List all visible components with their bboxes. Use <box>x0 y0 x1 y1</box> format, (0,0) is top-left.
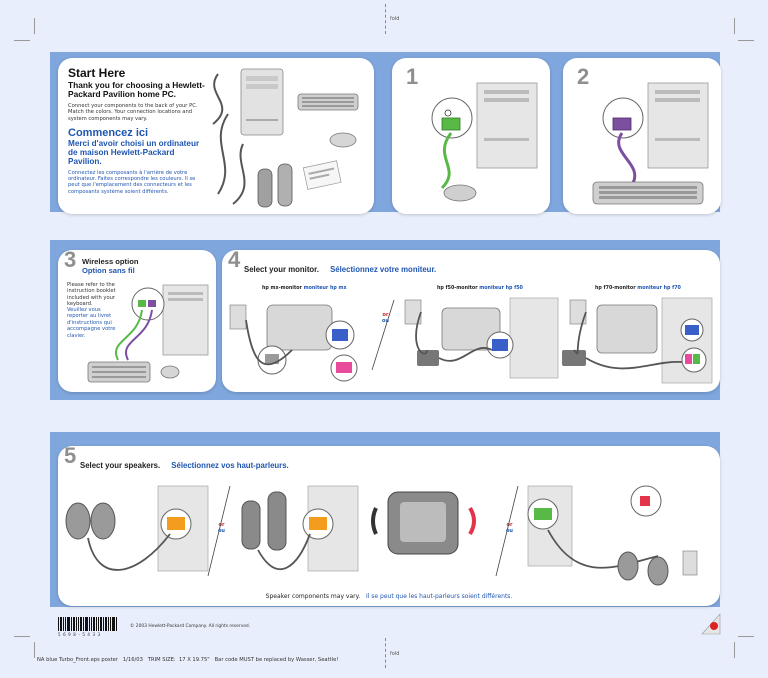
print-slug: NA blue Turbo_Front.eps poster 1/16/03 T… <box>37 657 339 663</box>
step-3-number: 3 <box>64 250 77 272</box>
fold-line-bottom <box>385 638 386 668</box>
thank-you-heading-fr: Merci d'avoir choisi un ordinateur de ma… <box>68 139 200 167</box>
keyboard-connection-illustration <box>592 82 709 205</box>
step-2-number: 2 <box>577 64 590 89</box>
select-monitor-title-fr: Sélectionnez votre moniteur. <box>330 265 437 274</box>
crop-mark <box>34 642 35 658</box>
monitor-option-mx: hp mx-monitor moniteur hp mx <box>262 286 347 291</box>
page-curl-icon <box>701 613 721 635</box>
start-here-title: Start Here <box>68 66 126 80</box>
select-speakers-title: Select your speakers. <box>80 461 161 470</box>
step-4-number: 4 <box>228 250 241 272</box>
thank-you-heading: Thank you for choosing a Hewlett-Packard… <box>68 80 205 100</box>
mouse-connection-illustration <box>431 82 538 202</box>
crop-mark <box>34 18 35 34</box>
wireless-receiver-illustration <box>87 284 209 383</box>
connect-instructions-fr: Connectez les composants à l'arrière de … <box>68 169 196 195</box>
monitor-option-f70: hp f70-monitor moniteur hp f70 <box>595 286 681 291</box>
crop-mark <box>14 40 30 41</box>
step-4-panel: 4 Select your monitor. Sélectionnez votr… <box>222 250 720 392</box>
step-1-panel: 1 <box>392 58 550 214</box>
wireless-option-title-fr: Option sans fil <box>82 266 135 275</box>
barcode-digits: 5 6 9 8 - 5 4 3 3 <box>58 632 101 637</box>
monitor-option-f50: hp f50-monitor moniteur hp f50 <box>437 286 523 291</box>
step-5-number: 5 <box>64 446 77 468</box>
step-1-number: 1 <box>406 64 419 89</box>
select-monitor-title: Select your monitor. <box>244 265 319 274</box>
connect-instructions: Connect your components to the back of y… <box>68 102 198 122</box>
crop-mark <box>734 18 735 34</box>
select-speakers-title-fr: Sélectionnez vos haut-parleurs. <box>171 461 289 470</box>
speaker-illustrations <box>65 485 698 586</box>
pc-components-illustration <box>212 68 359 208</box>
step-5-panel: 5 Select your speakers. Sélectionnez vos… <box>58 446 720 606</box>
copyright: © 2003 Hewlett-Packard Company. All righ… <box>130 624 251 629</box>
wireless-instructions-fr: Veuillez vous reporter au livret d'instr… <box>67 307 116 339</box>
wireless-option-title: Wireless option <box>82 257 139 266</box>
speaker-note: Speaker components may vary. Il se peut … <box>265 593 513 600</box>
monitor-illustrations <box>229 297 713 384</box>
step-3-panel: 3 Wireless option Option sans fil Please… <box>58 250 216 392</box>
barcode <box>58 617 118 631</box>
start-here-title-fr: Commencez ici <box>68 127 149 140</box>
crop-mark <box>738 40 754 41</box>
fold-label-top: fold <box>390 16 400 22</box>
fold-line-top <box>385 4 386 34</box>
crop-mark <box>734 642 735 658</box>
fold-label-bottom: fold <box>390 651 400 657</box>
step-2-panel: 2 <box>563 58 721 214</box>
crop-mark <box>738 636 754 637</box>
crop-mark <box>14 636 30 637</box>
wireless-instructions: Please refer to the instruction booklet … <box>67 282 116 308</box>
start-here-panel: Start Here Thank you for choosing a Hewl… <box>58 58 374 214</box>
